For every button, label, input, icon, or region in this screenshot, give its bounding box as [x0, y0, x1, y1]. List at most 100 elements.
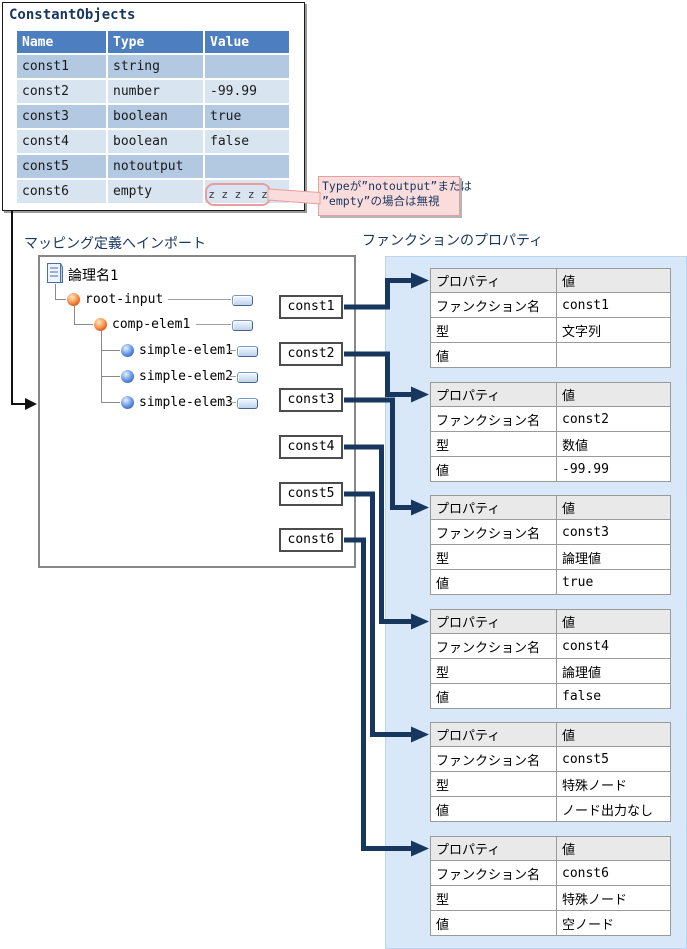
- constant-cell-name: const5: [17, 155, 106, 178]
- constant-cell-type: number: [108, 80, 203, 103]
- const-box-const2: const2: [279, 342, 343, 366]
- constant-cell-name: const3: [17, 105, 106, 128]
- callout-line-1: Typeが”notoutput”または: [322, 179, 472, 193]
- property-label-cell: 型: [430, 544, 557, 570]
- constant-cell-type: notoutput: [108, 155, 203, 178]
- property-label-cell: 値: [430, 910, 557, 936]
- constant-cell-value: false: [205, 130, 289, 153]
- property-header-cell: 値: [556, 609, 671, 634]
- const-box-const4: const4: [279, 435, 343, 459]
- ignored-value-marker: z z z z z: [205, 183, 271, 206]
- constant-cell-name: const1: [17, 55, 106, 78]
- constant-cell-value: -99.99: [205, 80, 289, 103]
- const-box-const6: const6: [279, 528, 343, 552]
- property-value-cell: const4: [556, 633, 671, 659]
- property-label-cell: ファンクション名: [430, 746, 557, 772]
- property-row: 値ノード出力なし: [430, 796, 671, 822]
- property-header-row: プロパティ値: [430, 722, 671, 747]
- property-value-cell: 特殊ノード: [556, 771, 671, 797]
- property-value-cell: 論理値: [556, 544, 671, 570]
- constant-cell-value: [205, 155, 289, 178]
- property-label-cell: 型: [430, 885, 557, 911]
- property-value-cell: const2: [556, 406, 671, 432]
- property-header-cell: プロパティ: [430, 836, 557, 861]
- property-label-cell: 値: [430, 342, 557, 368]
- property-value-cell: 文字列: [556, 317, 671, 343]
- const-box-const5: const5: [279, 482, 343, 506]
- property-label-cell: 型: [430, 431, 557, 457]
- constant-cell-type: string: [108, 55, 203, 78]
- property-row: 型特殊ノード: [430, 885, 671, 911]
- constant-cell-type: boolean: [108, 130, 203, 153]
- constant-cell-name: const2: [17, 80, 106, 103]
- mapping-pane-heading: マッピング定義へインポート: [24, 236, 206, 252]
- col-header-name: Name: [17, 31, 106, 53]
- constant-objects-title: ConstantObjects: [9, 7, 136, 23]
- property-header-cell: 値: [556, 495, 671, 520]
- property-row: 型論理値: [430, 544, 671, 570]
- property-header-row: プロパティ値: [430, 382, 671, 407]
- property-header-cell: 値: [556, 268, 671, 293]
- function-props-heading: ファンクションのプロパティ: [362, 233, 544, 249]
- property-value-cell: -99.99: [556, 456, 671, 482]
- property-label-cell: ファンクション名: [430, 519, 557, 545]
- property-label-cell: ファンクション名: [430, 633, 557, 659]
- property-row: 値: [430, 342, 671, 368]
- col-header-type: Type: [108, 31, 203, 53]
- property-row: 型文字列: [430, 317, 671, 343]
- property-row: 型論理値: [430, 658, 671, 684]
- constant-cell-value: true: [205, 105, 289, 128]
- col-header-value: Value: [205, 31, 289, 53]
- property-value-cell: const1: [556, 292, 671, 318]
- callout-line-2: ”empty”の場合は無視: [322, 194, 440, 208]
- property-header-row: プロパティ値: [430, 268, 671, 293]
- property-header-cell: プロパティ: [430, 495, 557, 520]
- property-header-cell: プロパティ: [430, 722, 557, 747]
- property-label-cell: 値: [430, 683, 557, 709]
- constant-cell-value: [205, 55, 289, 78]
- property-label-cell: 型: [430, 771, 557, 797]
- function-properties-panel: [385, 256, 687, 949]
- property-value-cell: 数値: [556, 431, 671, 457]
- property-value-cell: 空ノード: [556, 910, 671, 936]
- const-box-const1: const1: [279, 295, 343, 319]
- property-label-cell: 型: [430, 317, 557, 343]
- property-header-row: プロパティ値: [430, 836, 671, 861]
- constant-cell-name: const6: [17, 180, 106, 203]
- property-value-cell: const6: [556, 860, 671, 886]
- property-value-cell: [556, 342, 671, 368]
- property-row: 型数値: [430, 431, 671, 457]
- property-header-cell: 値: [556, 382, 671, 407]
- property-label-cell: ファンクション名: [430, 292, 557, 318]
- constant-cell-type: empty: [108, 180, 203, 203]
- property-label-cell: ファンクション名: [430, 406, 557, 432]
- property-value-cell: const5: [556, 746, 671, 772]
- property-label-cell: 値: [430, 456, 557, 482]
- property-row: 型特殊ノード: [430, 771, 671, 797]
- property-header-row: プロパティ値: [430, 495, 671, 520]
- property-row: 値-99.99: [430, 456, 671, 482]
- property-header-cell: プロパティ: [430, 609, 557, 634]
